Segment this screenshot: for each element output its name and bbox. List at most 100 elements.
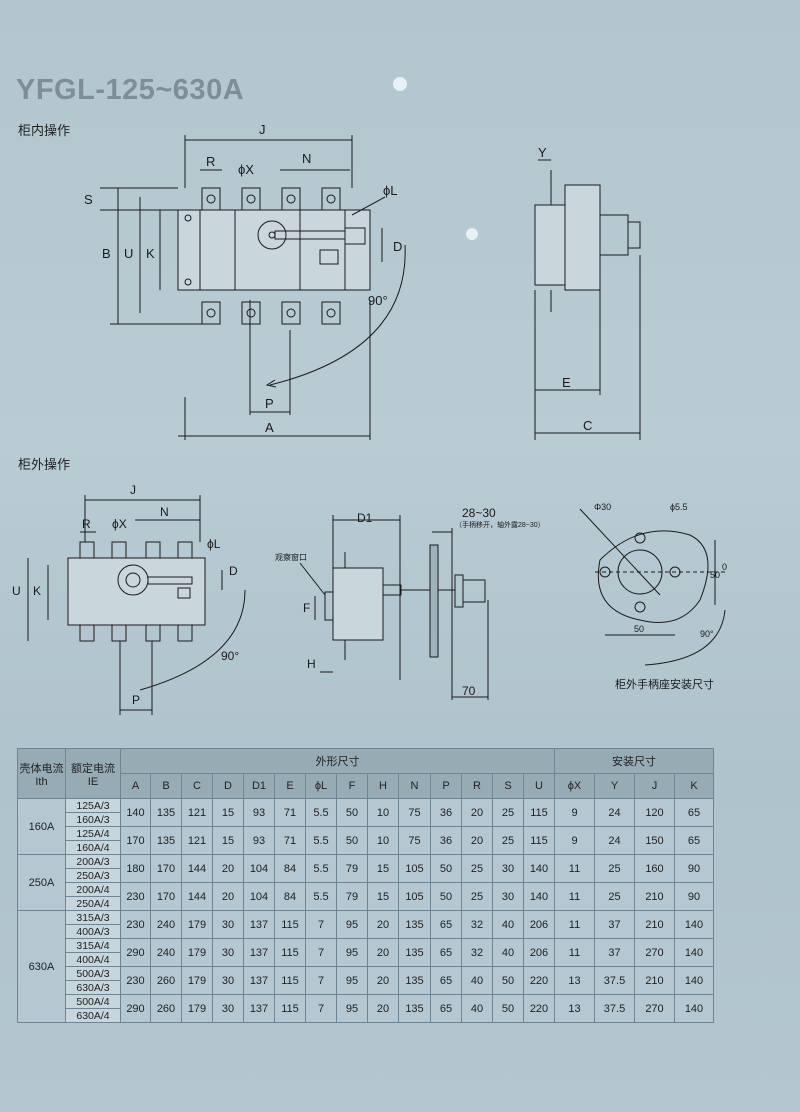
value-cell-B: 260	[150, 994, 182, 1023]
ie-cell: 125A/3	[65, 798, 121, 813]
dim-label-P: P	[132, 693, 140, 707]
value-cell-U: 206	[523, 938, 555, 967]
value-cell-Y: 37	[594, 938, 635, 967]
value-cell-C: 144	[181, 882, 213, 911]
decorative-dot	[393, 77, 407, 91]
value-cell-P: 50	[430, 854, 462, 883]
value-cell-J: 270	[634, 994, 675, 1023]
value-cell-C: 179	[181, 966, 213, 995]
value-cell-D: 30	[212, 966, 244, 995]
value-cell-ϕL: 5.5	[305, 854, 337, 883]
dim-label-A: A	[265, 420, 274, 435]
table-row: 400A/4	[18, 952, 714, 967]
page-title: YFGL-125~630A	[16, 74, 245, 106]
value-cell-J: 160	[634, 854, 675, 883]
value-cell-ϕX: 11	[554, 882, 595, 911]
table-row: 250A/4	[18, 896, 714, 911]
value-cell-A: 290	[120, 938, 151, 967]
value-cell-R: 32	[461, 910, 493, 939]
dim-label-H: H	[307, 657, 316, 671]
value-cell-K: 65	[674, 798, 714, 827]
dim-label-R: R	[82, 517, 91, 531]
column-header-R: R	[461, 773, 493, 799]
header-ie: 额定电流 IE	[65, 748, 121, 799]
column-header-K: K	[674, 773, 714, 799]
value-cell-D: 15	[212, 798, 244, 827]
dim-label-F: F	[303, 601, 310, 615]
value-cell-N: 75	[398, 826, 431, 855]
column-header-ϕX: ϕX	[554, 773, 595, 799]
column-header-S: S	[492, 773, 524, 799]
value-cell-H: 10	[367, 826, 399, 855]
value-cell-U: 220	[523, 994, 555, 1023]
value-cell-H: 20	[367, 938, 399, 967]
gap-note: （手柄移开，轴外露28~30）	[455, 520, 545, 529]
value-cell-E: 71	[274, 798, 306, 827]
value-cell-ϕL: 7	[305, 910, 337, 939]
value-cell-D: 15	[212, 826, 244, 855]
value-cell-F: 95	[336, 994, 368, 1023]
value-cell-J: 210	[634, 882, 675, 911]
value-cell-S: 40	[492, 910, 524, 939]
value-cell-J: 150	[634, 826, 675, 855]
ith-cell: 630A	[17, 910, 66, 1023]
ie-cell: 315A/3	[65, 910, 121, 925]
value-cell-R: 40	[461, 994, 493, 1023]
dim-label-70: 70	[462, 684, 476, 698]
value-cell-C: 121	[181, 798, 213, 827]
value-cell-Y: 25	[594, 854, 635, 883]
value-cell-D1: 93	[243, 826, 275, 855]
value-cell-F: 79	[336, 882, 368, 911]
technical-drawings: J R ϕX N ϕL S B U K D 90° P A Y E C J R …	[12, 122, 727, 715]
value-cell-R: 20	[461, 798, 493, 827]
terminals-top	[201, 187, 341, 211]
ie-cell: 160A/3	[65, 812, 121, 827]
value-cell-E: 115	[274, 938, 306, 967]
angle-label: 90°	[221, 649, 239, 663]
value-cell-S: 30	[492, 854, 524, 883]
value-cell-Y: 25	[594, 882, 635, 911]
ie-cell: 200A/4	[65, 882, 121, 897]
value-cell-K: 90	[674, 854, 714, 883]
value-cell-F: 95	[336, 966, 368, 995]
dim-label-J: J	[259, 122, 266, 137]
value-cell-E: 115	[274, 966, 306, 995]
value-cell-D: 30	[212, 910, 244, 939]
value-cell-K: 140	[674, 966, 714, 995]
header-ith: 壳体电流 Ith	[17, 748, 66, 799]
dim-label-S: S	[84, 192, 93, 207]
dim-label-K: K	[33, 584, 41, 598]
table-header-row: 壳体电流 Ith 额定电流 IE 外形尺寸 安装尺寸	[17, 748, 714, 799]
table-row: 160A/3	[18, 812, 714, 827]
column-header-J: J	[634, 773, 675, 799]
value-cell-D1: 137	[243, 966, 275, 995]
value-cell-N: 135	[398, 938, 431, 967]
value-cell-D1: 104	[243, 882, 275, 911]
dim-label-B: B	[102, 246, 111, 261]
dim-label-E: E	[562, 375, 571, 390]
value-cell-N: 135	[398, 910, 431, 939]
value-cell-P: 65	[430, 994, 462, 1023]
column-header-B: B	[150, 773, 182, 799]
value-cell-B: 170	[150, 882, 182, 911]
dim-label-width-50: 50	[634, 624, 644, 634]
value-cell-S: 50	[492, 994, 524, 1023]
value-cell-N: 135	[398, 994, 431, 1023]
table-row: 630A/3	[18, 980, 714, 995]
value-cell-F: 95	[336, 938, 368, 967]
table-row: 160A/4	[18, 840, 714, 855]
value-cell-S: 25	[492, 798, 524, 827]
value-cell-E: 84	[274, 882, 306, 911]
dim-label-U: U	[124, 246, 133, 261]
value-cell-J: 210	[634, 966, 675, 995]
value-cell-K: 140	[674, 994, 714, 1023]
inside-side-view	[534, 159, 641, 440]
value-cell-ϕX: 11	[554, 910, 595, 939]
value-cell-E: 71	[274, 826, 306, 855]
value-cell-D: 20	[212, 854, 244, 883]
value-cell-U: 140	[523, 854, 555, 883]
value-cell-Y: 37	[594, 910, 635, 939]
